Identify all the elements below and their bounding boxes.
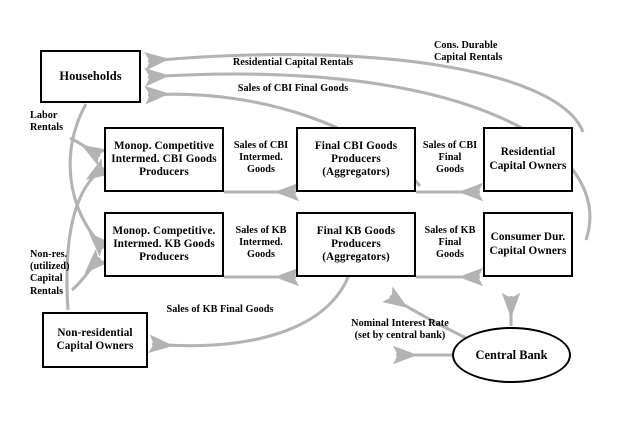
edge-label-sales-cbi-final-goods: Sales of CBI Final Goods — [422, 140, 478, 176]
node-residential-capital-owners-label: Residential Capital Owners — [489, 146, 567, 172]
node-kb-final-producers-label: Final KB Goods Producers (Aggregators) — [316, 224, 396, 264]
edge-label-nominal-interest-rate: Nominal Interest Rate (set by central ba… — [351, 318, 449, 342]
node-consumer-durable-capital-owners-label: Consumer Dur. Capital Owners — [489, 231, 567, 257]
node-cbi-intermediate-producers-label: Monop. Competitive Intermed. CBI Goods P… — [111, 139, 217, 179]
edge-label-residential-capital-rentals: Residential Capital Rentals — [232, 57, 354, 68]
node-kb-intermediate-producers-label: Monop. Competitive. Intermed. KB Goods P… — [112, 224, 216, 264]
edge-label-nonres-capital-rentals: Non-res. (utilized) Capital Rentals — [30, 249, 70, 297]
edge-cons-dur-rentals-path — [144, 67, 592, 241]
node-kb-final-producers[interactable]: Final KB Goods Producers (Aggregators) — [296, 212, 416, 277]
edge-labor-rentals-path — [68, 103, 113, 257]
node-households[interactable]: Households — [40, 50, 141, 103]
edge-kb-final-nonres-path — [148, 271, 352, 354]
edge-label-sales-cbi-intermed-goods: Sales of CBI Intermed. Goods — [233, 140, 289, 176]
node-cbi-final-producers[interactable]: Final CBI Goods Producers (Aggregators) — [296, 127, 416, 192]
edge-nonres-into-kb-path — [70, 249, 109, 292]
edge-nonres-rentals-path — [65, 158, 112, 311]
edge-label-sales-kb-final-goods-nonres: Sales of KB Final Goods — [166, 304, 274, 315]
node-nonresidential-capital-owners[interactable]: Non-residential Capital Owners — [42, 312, 148, 368]
node-central-bank[interactable]: Central Bank — [452, 327, 571, 383]
node-nonresidential-capital-owners-label: Non-residential Capital Owners — [56, 326, 134, 352]
node-kb-intermediate-producers[interactable]: Monop. Competitive. Intermed. KB Goods P… — [104, 212, 224, 277]
edge-label-cons-durable-capital-rentals: Cons. Durable Capital Rentals — [434, 40, 503, 64]
edge-label-sales-kb-final-goods: Sales of KB Final Goods — [424, 225, 476, 261]
edge-res-cap-rentals-path — [144, 52, 585, 133]
node-consumer-durable-capital-owners[interactable]: Consumer Dur. Capital Owners — [483, 212, 573, 277]
node-cbi-intermediate-producers[interactable]: Monop. Competitive Intermed. CBI Goods P… — [104, 127, 224, 192]
edge-labor-into-cbi-path — [69, 136, 108, 166]
node-central-bank-label: Central Bank — [475, 347, 548, 362]
edge-label-labor-rentals: Labor Rentals — [30, 110, 64, 134]
node-cbi-final-producers-label: Final CBI Goods Producers (Aggregators) — [314, 139, 398, 179]
edge-label-sales-cbi-final-goods-households: Sales of CBI Final Goods — [237, 83, 349, 94]
node-residential-capital-owners[interactable]: Residential Capital Owners — [483, 127, 573, 192]
edge-label-sales-kb-intermed-goods: Sales of KB Intermed. Goods — [235, 225, 287, 261]
node-households-label: Households — [59, 69, 122, 84]
edge-nominal-rate-path — [382, 286, 467, 340]
